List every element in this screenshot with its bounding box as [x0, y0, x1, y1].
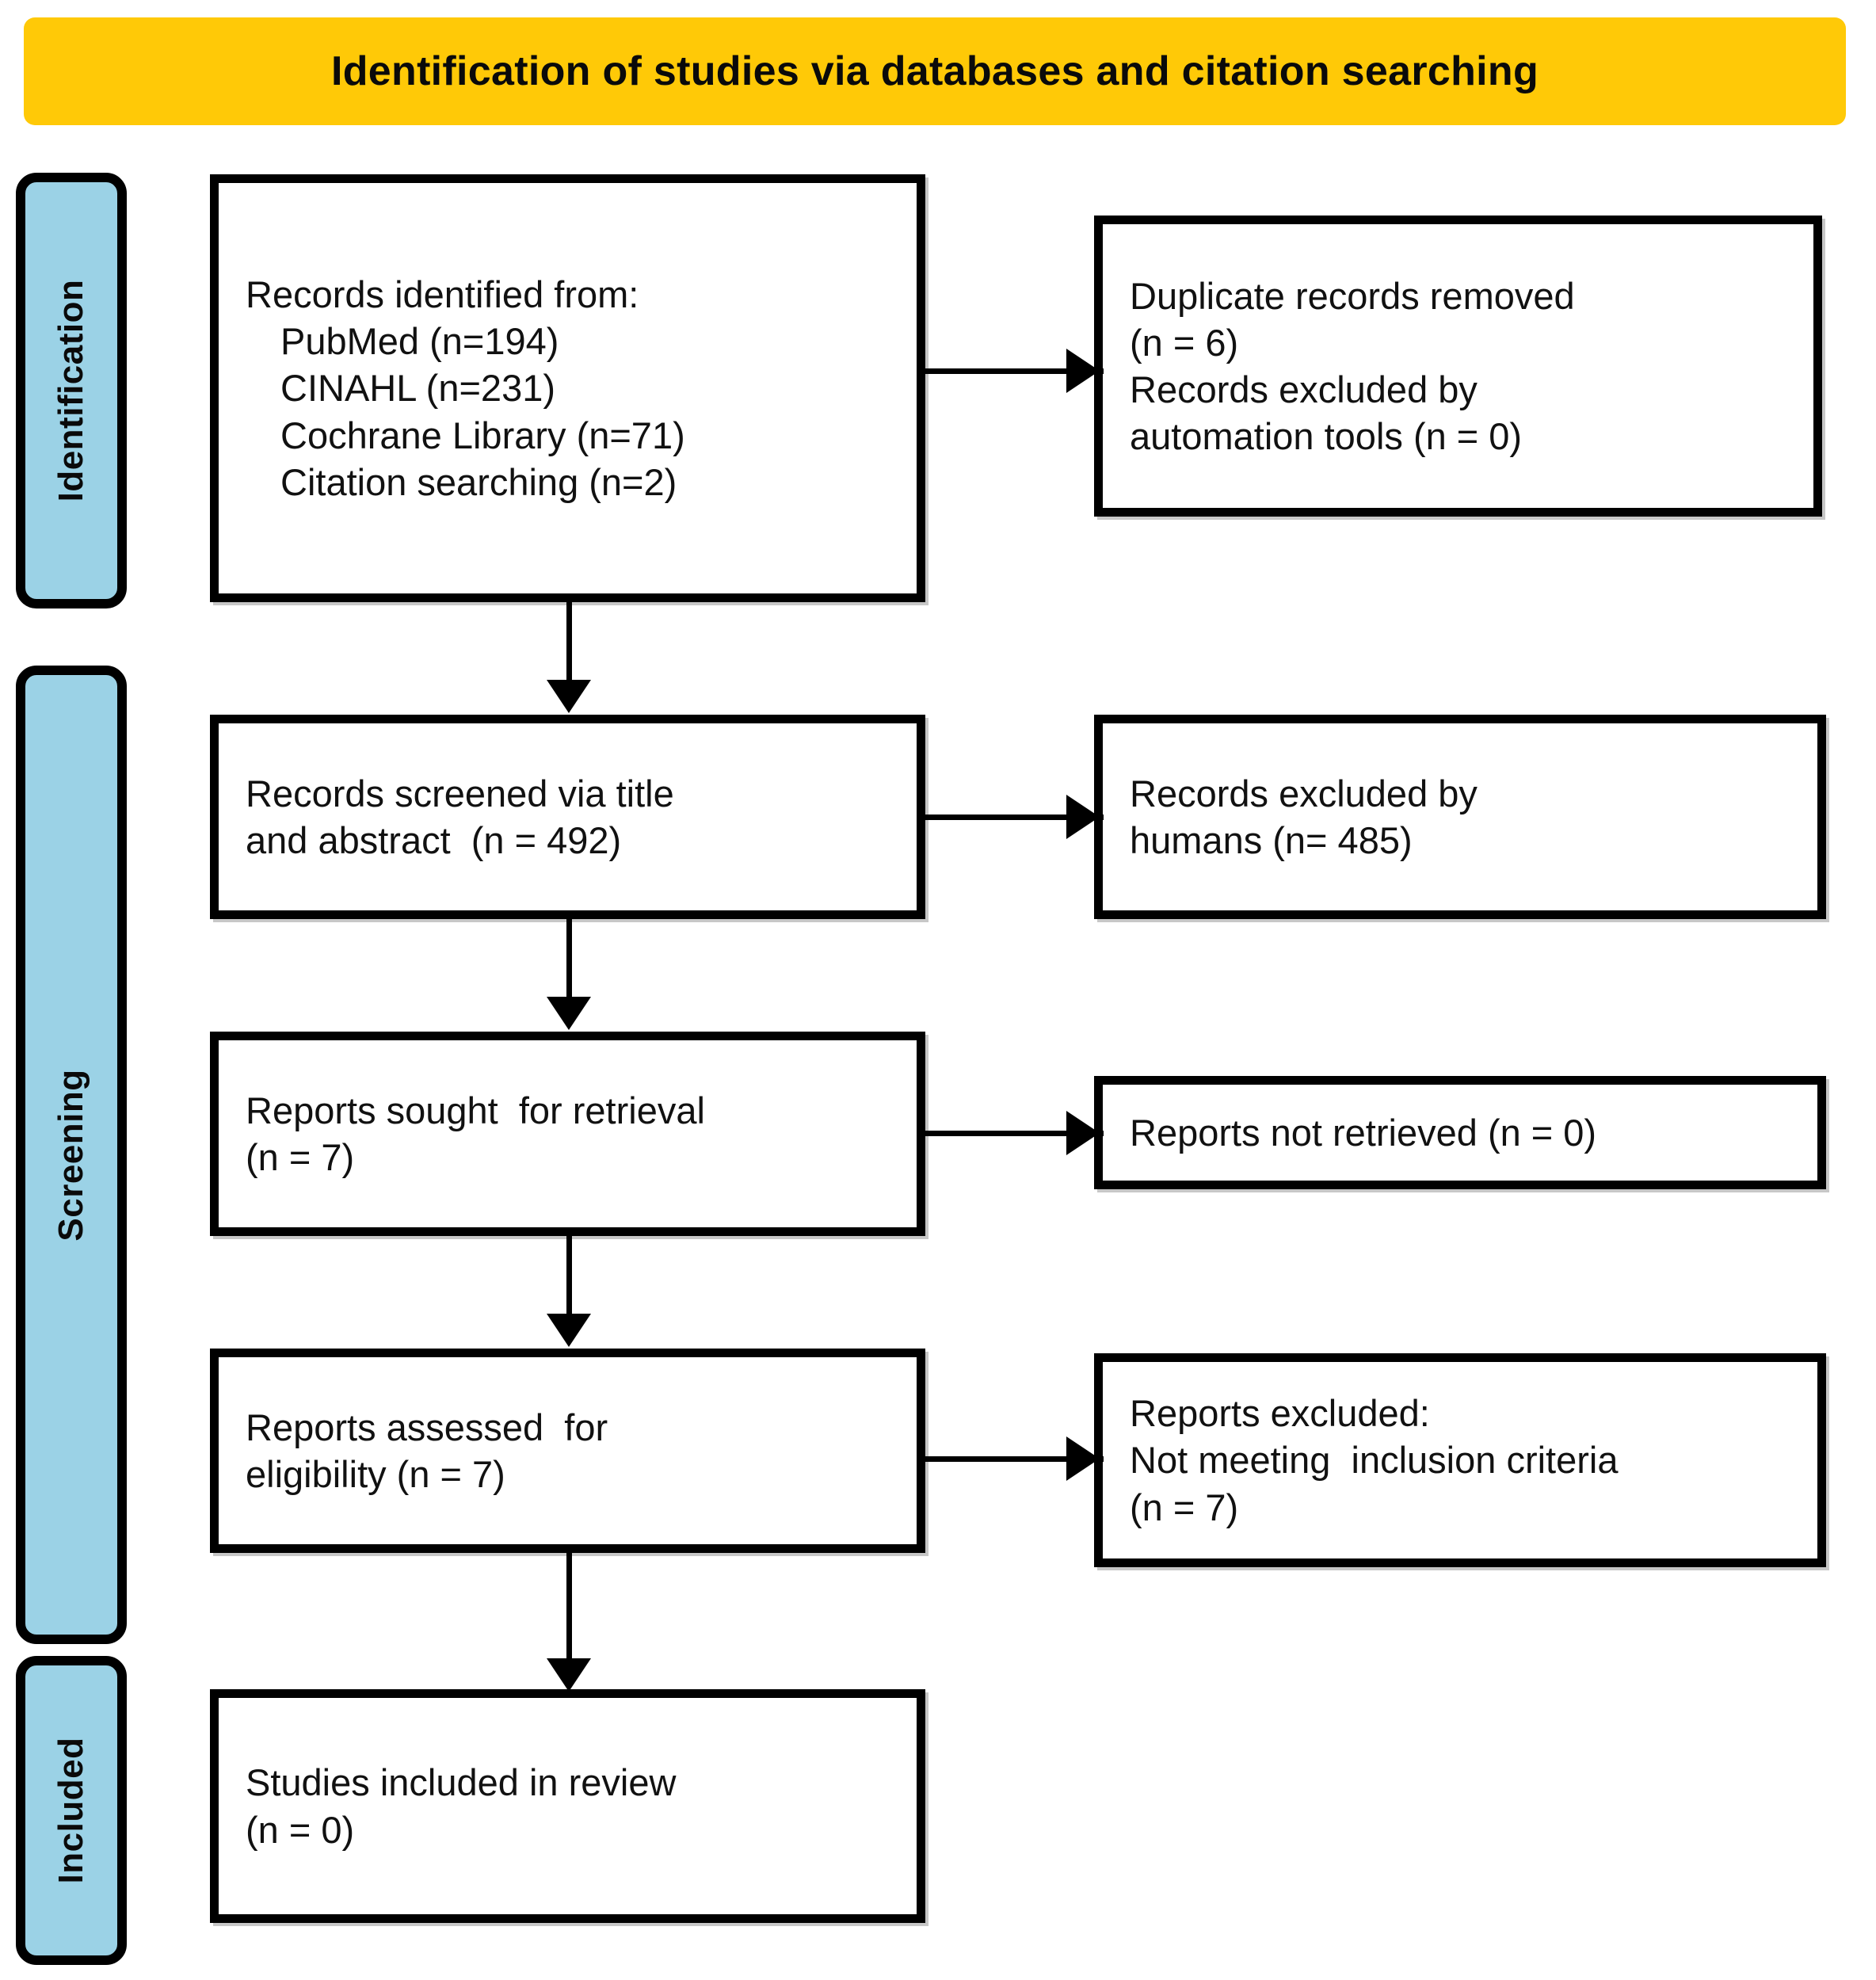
box-line: eligibility (n = 7)	[246, 1453, 505, 1495]
diagram-title-banner: Identification of studies via databases …	[24, 17, 1846, 125]
arrowhead-assessed-to-excluded	[1066, 1436, 1100, 1481]
arrowhead-identified-to-screened	[547, 680, 591, 713]
box-line: Records identified from:	[246, 273, 639, 315]
box-studies-included: Studies included in review (n = 0)	[210, 1689, 925, 1923]
connector-sought-to-assessed	[566, 1236, 572, 1319]
box-line: Studies included in review	[246, 1761, 677, 1804]
box-line: Reports excluded:	[1130, 1392, 1430, 1435]
connector-assessed-to-included	[566, 1553, 572, 1664]
box-reports-assessed: Reports assessed for eligibility (n = 7)	[210, 1349, 925, 1553]
connector-assessed-to-excluded	[925, 1456, 1104, 1462]
box-line: Duplicate records removed	[1130, 274, 1575, 317]
box-line: Records excluded by	[1130, 772, 1478, 815]
arrowhead-assessed-to-included	[547, 1658, 591, 1692]
box-line: (n = 7)	[1130, 1486, 1239, 1528]
page-title: Identification of studies via databases …	[330, 48, 1539, 94]
stage-label-identification: Identification	[51, 279, 90, 502]
box-line: Reports sought for retrieval	[246, 1089, 705, 1131]
box-line: Reports assessed for	[246, 1406, 608, 1448]
box-reports-excluded: Reports excluded: Not meeting inclusion …	[1094, 1353, 1826, 1567]
box-reports-sought: Reports sought for retrieval (n = 7)	[210, 1032, 925, 1236]
arrowhead-sought-to-assessed	[547, 1314, 591, 1347]
box-line: CINAHL (n=231)	[280, 367, 555, 410]
connector-identified-to-duplicates	[925, 368, 1104, 374]
box-line: Cochrane Library (n=71)	[280, 414, 685, 456]
connector-screened-to-excluded	[925, 815, 1104, 820]
box-line: Citation searching (n=2)	[280, 460, 677, 503]
box-line: PubMed (n=194)	[280, 320, 559, 363]
stage-label-included: Included	[51, 1737, 90, 1884]
stage-bar-identification: Identification	[16, 173, 127, 608]
connector-screened-to-sought	[566, 919, 572, 1002]
arrowhead-screened-to-excluded	[1066, 795, 1100, 839]
box-line: (n = 0)	[246, 1808, 355, 1851]
connector-identified-to-screened	[566, 602, 572, 685]
arrowhead-screened-to-sought	[547, 997, 591, 1030]
arrowhead-identified-to-duplicates	[1066, 349, 1100, 393]
box-records-excluded-humans: Records excluded by humans (n= 485)	[1094, 715, 1826, 919]
box-reports-not-retrieved: Reports not retrieved (n = 0)	[1094, 1076, 1826, 1189]
box-line: humans (n= 485)	[1130, 819, 1413, 861]
stage-bar-included: Included	[16, 1656, 127, 1965]
box-records-identified: Records identified from: PubMed (n=194) …	[210, 174, 925, 602]
box-line: Not meeting inclusion criteria	[1130, 1439, 1619, 1482]
box-line: Records excluded by	[1130, 368, 1478, 410]
box-duplicates-removed: Duplicate records removed (n = 6) Record…	[1094, 216, 1822, 517]
box-line: and abstract (n = 492)	[246, 819, 622, 861]
box-line: automation tools (n = 0)	[1130, 415, 1523, 458]
connector-sought-to-not-retrieved	[925, 1131, 1104, 1136]
box-line: (n = 6)	[1130, 321, 1239, 364]
box-line: Records screened via title	[246, 772, 674, 815]
box-line: Reports not retrieved (n = 0)	[1130, 1111, 1597, 1154]
stage-label-screening: Screening	[51, 1068, 90, 1242]
stage-bar-screening: Screening	[16, 666, 127, 1644]
box-records-screened: Records screened via title and abstract …	[210, 715, 925, 919]
arrowhead-sought-to-not-retrieved	[1066, 1111, 1100, 1155]
box-line: (n = 7)	[246, 1136, 355, 1178]
